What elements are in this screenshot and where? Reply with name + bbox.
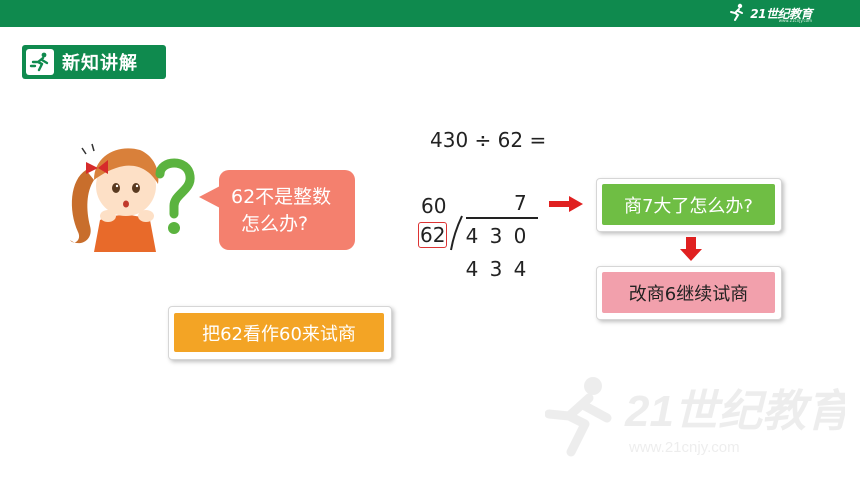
problem-callout-text: 商7大了怎么办?	[602, 184, 775, 225]
running-person-icon	[26, 49, 54, 75]
section-title: 新知讲解	[62, 53, 138, 74]
estimate-hint-text: 把62看作60来试商	[174, 313, 384, 352]
speech-line-2: 怎么办?	[241, 213, 309, 235]
product-digit-2: 3	[489, 257, 503, 281]
estimate-hint-box: 把62看作60来试商	[168, 306, 392, 360]
brand-watermark: 21世纪教育 www.21cnjy.com	[545, 377, 845, 457]
quotient-digit: 7	[514, 191, 527, 215]
arrow-down-icon	[680, 237, 702, 261]
dividend-digit-2: 3	[489, 224, 503, 248]
runner-logo-icon	[730, 3, 744, 21]
divisor-boxed: 62	[418, 222, 448, 248]
top-banner: 21世纪教育 www.21cnjy.com	[0, 0, 860, 27]
division-bar	[466, 217, 538, 219]
section-title-tag: 新知讲解	[22, 45, 166, 79]
product-digit-3: 4	[513, 257, 527, 281]
brand-text: 21世纪教育	[750, 6, 812, 21]
solution-callout-text: 改商6继续试商	[602, 272, 775, 313]
solution-callout: 改商6继续试商	[596, 266, 782, 320]
dividend-digit-3: 0	[513, 224, 527, 248]
thinking-girl-illustration	[70, 143, 195, 252]
speech-line-1: 62不是整数	[231, 186, 332, 208]
problem-callout: 商7大了怎么办?	[596, 178, 782, 232]
dividend-digit-1: 4	[465, 224, 479, 248]
watermark-url: www.21cnjy.com	[628, 439, 740, 456]
estimate-divisor: 60	[421, 194, 447, 218]
arrow-right-icon	[549, 196, 583, 212]
brand-logo: 21世纪教育 www.21cnjy.com	[727, 3, 812, 23]
watermark-brand: 21世纪教育	[624, 387, 845, 436]
division-equation: 430 ÷ 62 =	[430, 128, 547, 152]
brand-url: www.21cnjy.com	[778, 18, 812, 23]
division-bracket	[450, 215, 463, 251]
speech-bubble: 62不是整数 怎么办?	[199, 170, 355, 250]
product-digit-1: 4	[465, 257, 479, 281]
